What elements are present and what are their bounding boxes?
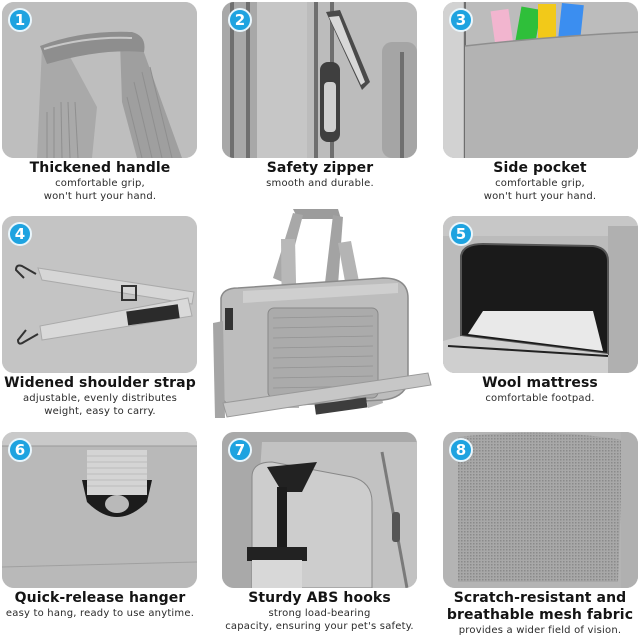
hooks-illustration	[222, 432, 417, 588]
zipper-illustration	[222, 2, 417, 158]
feature-caption-hanger: Quick-release hanger easy to hang, ready…	[0, 590, 200, 620]
feature-subtitle: won't hurt your hand.	[43, 191, 157, 202]
feature-caption-hooks: Sturdy ABS hooks strong load-bearing cap…	[212, 590, 427, 633]
mesh-illustration	[443, 432, 638, 588]
feature-caption-mesh: Scratch-resistant and breathable mesh fa…	[440, 590, 640, 637]
feature-title: breathable mesh fabric	[446, 607, 634, 623]
number-badge: 8	[449, 438, 473, 462]
feature-caption-mattress: Wool mattress comfortable footpad.	[440, 375, 640, 405]
feature-panel-hooks: 7	[222, 432, 417, 588]
feature-caption-zipper: Safety zipper smooth and durable.	[220, 160, 420, 190]
feature-subtitle: comfortable grip,	[55, 178, 145, 189]
number-badge: 4	[8, 222, 32, 246]
hanger-illustration	[2, 432, 197, 588]
pocket-illustration	[443, 2, 638, 158]
feature-panel-hanger: 6	[2, 432, 197, 588]
feature-subtitle: comfortable grip,	[495, 178, 585, 189]
feature-panel-mesh: 8	[443, 432, 638, 588]
number-badge: 5	[449, 222, 473, 246]
feature-subtitle: adjustable, evenly distributes	[22, 393, 178, 404]
feature-caption-handle: Thickened handle comfortable grip, won't…	[0, 160, 200, 203]
number-badge: 2	[228, 8, 252, 32]
feature-subtitle: smooth and durable.	[266, 178, 374, 189]
number-badge: 6	[8, 438, 32, 462]
feature-subtitle: won't hurt your hand.	[483, 191, 597, 202]
product-image-carrier	[213, 203, 443, 428]
feature-panel-zipper: 2	[222, 2, 417, 158]
handle-illustration	[2, 2, 197, 158]
feature-panel-pocket: 3	[443, 2, 638, 158]
feature-subtitle: strong load-bearing	[268, 608, 371, 619]
pet-carrier-illustration	[213, 209, 432, 418]
feature-subtitle: comfortable footpad.	[485, 393, 595, 404]
feature-panel-handle: 1	[2, 2, 197, 158]
feature-panel-strap: 4	[2, 216, 197, 373]
feature-title: Wool mattress	[482, 375, 598, 391]
feature-caption-strap: Widened shoulder strap adjustable, evenl…	[0, 375, 200, 418]
strap-illustration	[2, 216, 197, 373]
feature-subtitle: easy to hang, ready to use anytime.	[5, 608, 195, 619]
feature-title: Safety zipper	[266, 160, 374, 176]
feature-subtitle: provides a wider field of vision.	[458, 625, 622, 636]
mattress-illustration	[443, 216, 638, 373]
feature-caption-pocket: Side pocket comfortable grip, won't hurt…	[440, 160, 640, 203]
feature-subtitle: weight, easy to carry.	[44, 406, 156, 417]
feature-title: Widened shoulder strap	[4, 375, 196, 391]
feature-title: Thickened handle	[29, 160, 171, 176]
feature-panel-mattress: 5	[443, 216, 638, 373]
number-badge: 1	[8, 8, 32, 32]
feature-title: Quick-release hanger	[14, 590, 186, 606]
number-badge: 7	[228, 438, 252, 462]
number-badge: 3	[449, 8, 473, 32]
feature-title: Side pocket	[493, 160, 587, 176]
feature-subtitle: capacity, ensuring your pet's safety.	[225, 621, 414, 632]
feature-title: Sturdy ABS hooks	[248, 590, 391, 606]
feature-title: Scratch-resistant and	[453, 590, 627, 606]
